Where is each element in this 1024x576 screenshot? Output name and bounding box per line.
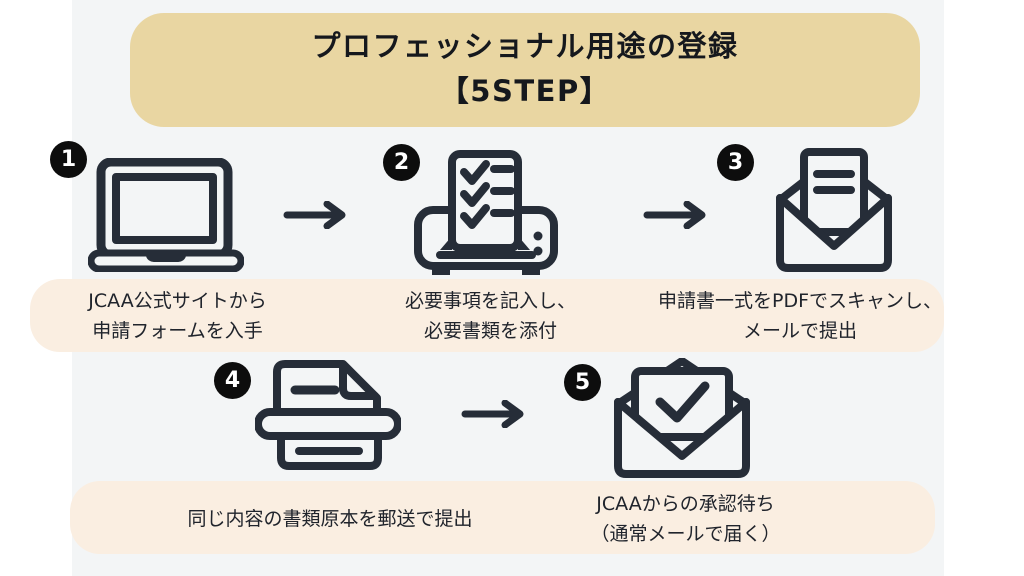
- envelope-document-icon: [776, 148, 892, 272]
- printer-checklist-icon: [414, 150, 558, 275]
- printer-icon: [255, 360, 401, 470]
- arrow-right-icon: [643, 201, 706, 229]
- step-5-caption: JCAAからの承認待ち （通常メールで届く）: [558, 489, 813, 549]
- step-1-number-badge: 1: [50, 141, 87, 178]
- step-4-number-badge: 4: [214, 362, 251, 399]
- caption-line: 必要書類を添付: [423, 320, 557, 342]
- caption-line: JCAA公式サイトから: [88, 290, 267, 312]
- step-2-number-badge: 2: [383, 144, 420, 181]
- step-3-number-badge: 3: [717, 144, 754, 181]
- title-banner: プロフェッショナル用途の登録 【5STEP】: [130, 13, 920, 127]
- step-5-number-badge: 5: [564, 364, 601, 401]
- laptop-icon: [88, 158, 244, 272]
- caption-line: JCAAからの承認待ち: [596, 493, 775, 515]
- step-1-caption: JCAA公式サイトから 申請フォームを入手: [55, 286, 300, 346]
- step-2-caption: 必要事項を記入し、 必要書類を添付: [368, 286, 613, 346]
- envelope-check-icon: [614, 358, 750, 478]
- caption-line: 必要事項を記入し、: [404, 290, 576, 312]
- caption-line: 申請フォームを入手: [92, 320, 263, 342]
- caption-line: メールで提出: [742, 320, 857, 342]
- caption-band-top: [30, 279, 944, 352]
- caption-line: 申請書一式をPDFでスキャンし、: [657, 290, 943, 312]
- step-3-caption: 申請書一式をPDFでスキャンし、 メールで提出: [652, 286, 948, 346]
- caption-line: （通常メールで届く）: [590, 523, 781, 545]
- step-4-caption: 同じ内容の書類原本を郵送で提出: [130, 504, 530, 534]
- arrow-right-icon: [461, 400, 524, 428]
- caption-line: 同じ内容の書類原本を郵送で提出: [187, 508, 473, 530]
- page-title-line1: プロフェッショナル用途の登録: [311, 29, 739, 63]
- arrow-right-icon: [283, 201, 346, 229]
- caption-band-bottom: [70, 481, 935, 554]
- page-title-line2: 【5STEP】: [439, 74, 611, 108]
